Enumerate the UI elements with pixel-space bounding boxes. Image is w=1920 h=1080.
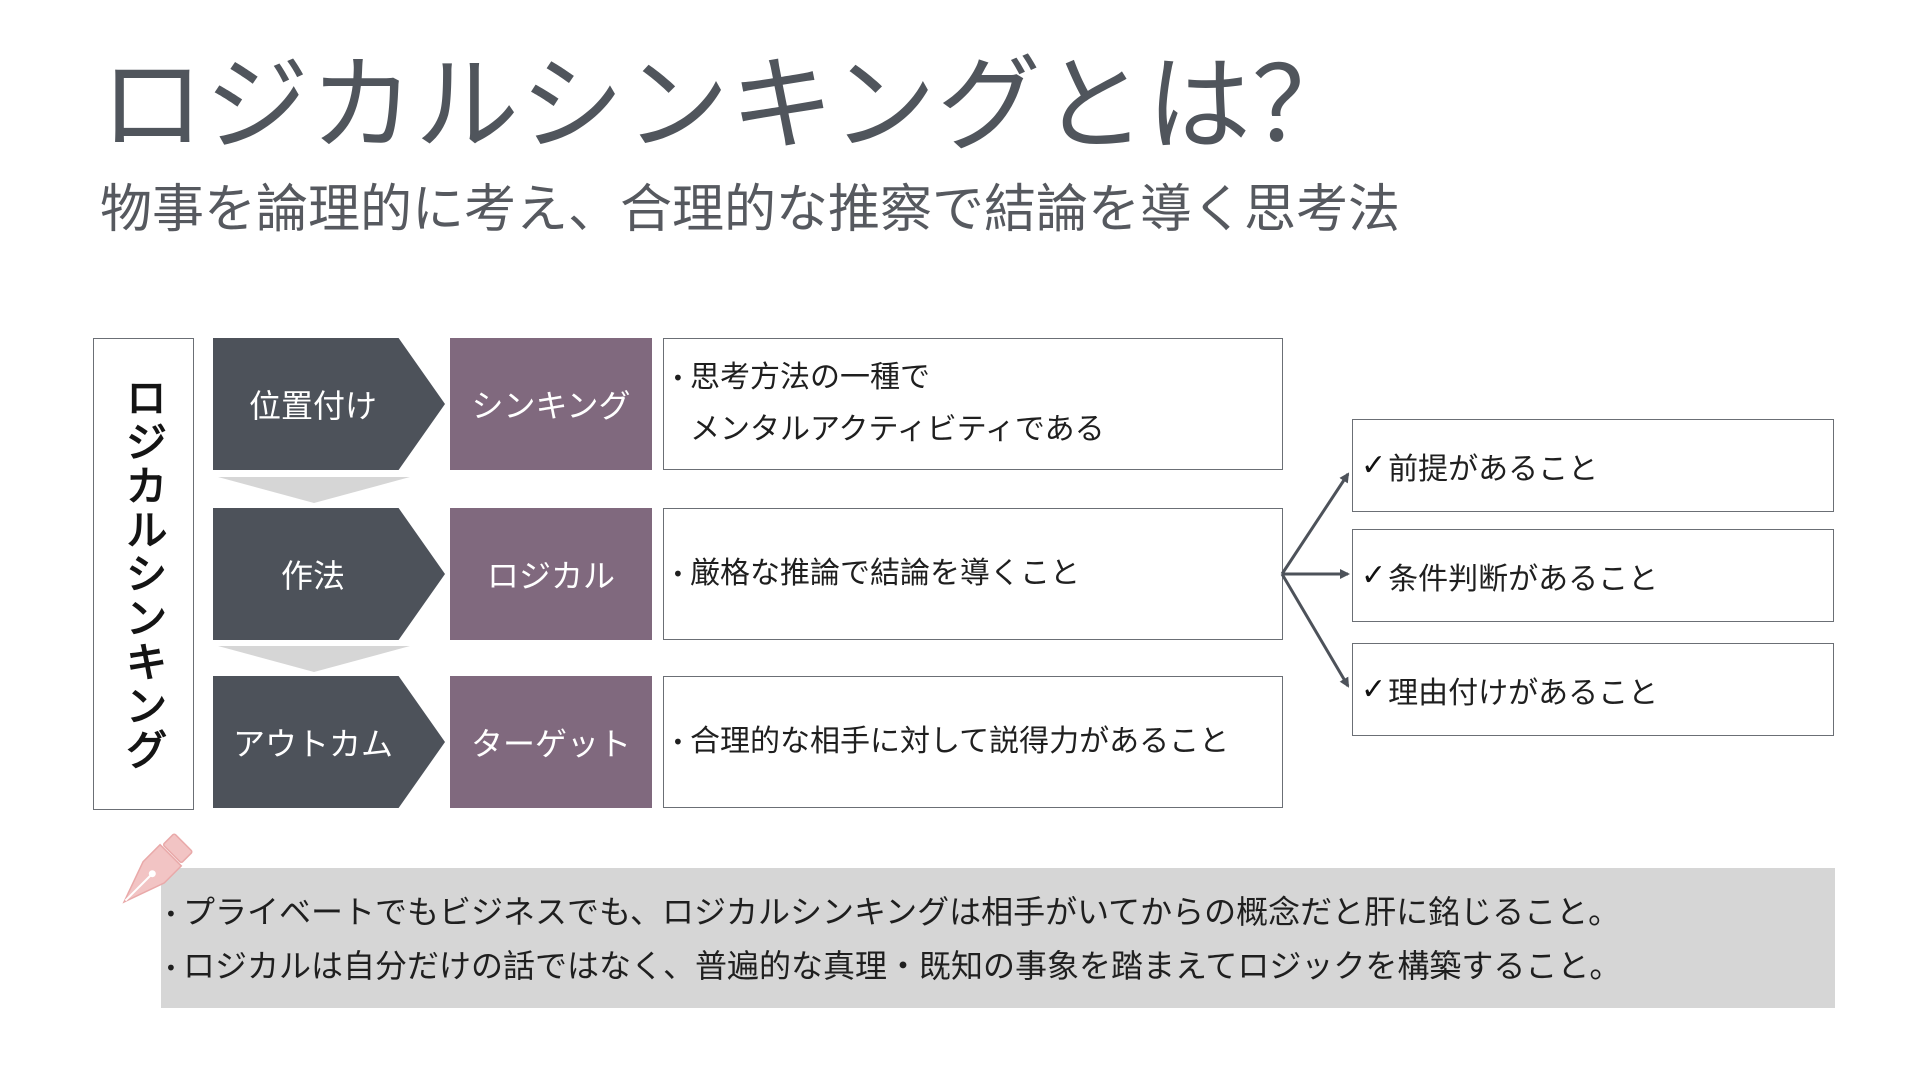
description-line: •合理的な相手に対して説得力があること <box>672 716 1282 769</box>
step-chevron-outcome: アウトカム <box>213 676 445 808</box>
down-arrow <box>218 477 410 503</box>
keyword-label: シンキング <box>471 387 631 425</box>
description-text: 厳格な推論で結論を導くこと <box>690 555 1080 591</box>
bullet-icon: • <box>672 366 684 391</box>
keyword-label: ターゲット <box>470 725 631 763</box>
check-icon: ✓ <box>1361 558 1387 593</box>
down-arrow <box>218 646 410 672</box>
description-text: 合理的な相手に対して説得力があること <box>690 723 1230 759</box>
arrow-up <box>1280 472 1350 575</box>
page-subtitle: 物事を論理的に考え、合理的な推察で結論を導く思考法 <box>100 180 1401 240</box>
page-title: ロジカルシンキングとは？ <box>100 44 1357 166</box>
note-line: •プライベートでもビジネスでも、ロジカルシンキングは相手がいてからの概念だと肝に… <box>165 886 1835 940</box>
description-box: •合理的な相手に対して説得力があること <box>663 676 1283 808</box>
check-item: ✓ 条件判断があること <box>1352 529 1834 622</box>
description-text: メンタルアクティビティである <box>690 412 1105 448</box>
note-text: ロジカルは自分だけの話ではなく、普遍的な真理・既知の事象を踏まえてロジックを構築… <box>183 947 1622 985</box>
description-text: 思考方法の一種で <box>690 359 930 395</box>
note-text: プライベートでもビジネスでも、ロジカルシンキングは相手がいてからの概念だと肝に銘… <box>183 893 1621 931</box>
check-label: 条件判断があること <box>1388 561 1659 597</box>
check-icon: ✓ <box>1361 448 1387 483</box>
pen-nib-icon <box>122 833 193 904</box>
check-icon: ✓ <box>1361 672 1387 707</box>
keyword-box-thinking: シンキング <box>450 338 652 470</box>
keyword-label: ロジカル <box>486 557 615 595</box>
step-label: アウトカム <box>232 725 393 763</box>
check-item: ✓ 理由付けがあること <box>1352 643 1834 736</box>
note-line: •ロジカルは自分だけの話ではなく、普遍的な真理・既知の事象を踏まえてロジックを構… <box>165 940 1835 994</box>
description-line: メンタルアクティビティである <box>672 404 1282 456</box>
check-item: ✓ 前提があること <box>1352 419 1834 512</box>
keyword-box-logical: ロジカル <box>450 508 652 640</box>
arrow-down <box>1280 573 1350 688</box>
step-label: 位置付け <box>248 387 377 425</box>
step-label: 作法 <box>280 557 345 595</box>
vertical-label-box: ロジカルシンキング <box>93 338 194 810</box>
check-label: 理由付けがあること <box>1388 675 1659 711</box>
note-box: •プライベートでもビジネスでも、ロジカルシンキングは相手がいてからの概念だと肝に… <box>161 868 1835 1008</box>
bullet-icon: • <box>672 562 684 587</box>
check-label: 前提があること <box>1388 451 1599 487</box>
description-box: •思考方法の一種で メンタルアクティビティである <box>663 338 1283 470</box>
keyword-box-target: ターゲット <box>450 676 652 808</box>
step-chevron-positioning: 位置付け <box>213 338 445 470</box>
bullet-icon: • <box>165 902 177 926</box>
branch-arrows <box>1280 472 1350 688</box>
bullet-icon: • <box>165 956 177 980</box>
bullet-icon: • <box>672 730 684 755</box>
vertical-label: ロジカルシンキング <box>119 376 168 772</box>
description-line: •思考方法の一種で <box>672 352 1282 405</box>
step-chevron-method: 作法 <box>213 508 445 640</box>
description-line: •厳格な推論で結論を導くこと <box>672 548 1282 601</box>
description-box: •厳格な推論で結論を導くこと <box>663 508 1283 640</box>
